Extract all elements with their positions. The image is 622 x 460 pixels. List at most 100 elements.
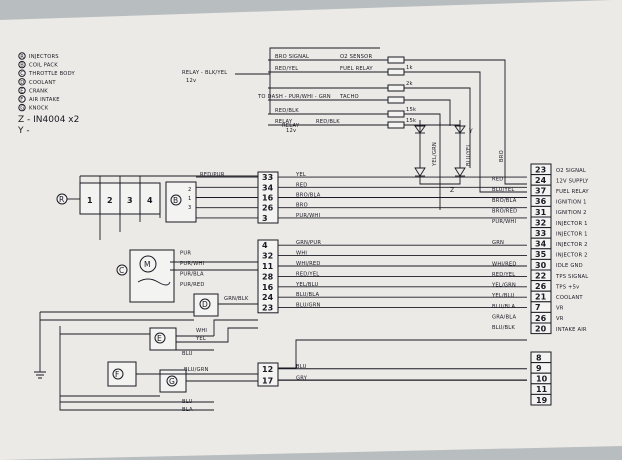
ecu-pin: 7 bbox=[535, 303, 541, 312]
ecu-pin: 32 bbox=[535, 218, 546, 227]
ecu-pin-label: INTAKE AIR bbox=[556, 327, 587, 333]
vertical-wire-label: YEL/GRN bbox=[432, 142, 438, 167]
ecu-wire-label: YEL/GRN bbox=[491, 283, 516, 289]
connector-pin: 17 bbox=[262, 376, 273, 385]
connector-pin: 32 bbox=[262, 252, 273, 261]
injector-cell bbox=[139, 182, 161, 215]
knock-symbol: G bbox=[169, 377, 175, 386]
connector-wire: WHI/RED bbox=[296, 261, 321, 267]
ecu-pin: 33 bbox=[535, 229, 546, 238]
ecu-pin-label: VR bbox=[556, 316, 564, 322]
connector-wire: RED bbox=[296, 182, 307, 188]
connector-wire: BLU bbox=[296, 364, 307, 370]
left-wire-label: PUR/RED bbox=[180, 282, 205, 288]
air-intake-sensor: F BLU/GRN bbox=[107, 361, 208, 387]
legend-symbol: C bbox=[20, 71, 24, 77]
connector-pin: 16 bbox=[262, 194, 274, 203]
coil-pin: 1 bbox=[188, 196, 192, 202]
resistor bbox=[387, 68, 405, 76]
legend-symbol-circle bbox=[18, 69, 26, 77]
legend-symbol: R bbox=[20, 54, 24, 60]
connector-wire: BLU/BLA bbox=[296, 292, 320, 298]
ecu-pin: 26 bbox=[535, 314, 547, 323]
throttle-motor bbox=[139, 255, 157, 273]
ecu-pin: 23 bbox=[535, 165, 546, 174]
ecu-pin-label: INJECTOR 2 bbox=[556, 253, 588, 259]
diode-y-a bbox=[414, 125, 426, 134]
relay-left-label: RELAY - BLK/YEL bbox=[182, 70, 227, 76]
diode-network: Y Z bbox=[414, 120, 473, 210]
legend-symbol-circle bbox=[18, 60, 26, 69]
injector-cell-number: 4 bbox=[147, 196, 153, 205]
coil-pin: 3 bbox=[188, 205, 192, 211]
ecu-wire-label: YEL/BLU bbox=[491, 293, 514, 299]
top-row-right: TACHO bbox=[339, 94, 359, 100]
left-wire-label: PUR/WHI bbox=[180, 261, 205, 267]
ecu-pin-label: FUEL RELAY bbox=[556, 189, 589, 195]
ecu-wire-label: BLU/YEL bbox=[492, 187, 514, 193]
left-wire-label: PUR bbox=[180, 251, 191, 257]
relay-sub: 12v bbox=[286, 128, 296, 134]
ecu-pin: 37 bbox=[535, 187, 546, 196]
legend-symbol-circle bbox=[18, 95, 26, 103]
legend-symbol: B bbox=[20, 63, 24, 69]
resistor-value: 15k bbox=[406, 118, 416, 124]
legend-item: COIL PACK bbox=[29, 63, 58, 69]
resistor bbox=[387, 121, 405, 129]
ecu-spare-pin: 11 bbox=[536, 385, 548, 394]
coolant-symbol: D bbox=[202, 300, 208, 309]
ecu-pin-label: IGNITION 1 bbox=[556, 200, 587, 206]
top-row-right: FUEL RELAY bbox=[340, 66, 373, 72]
connector-pin: 16 bbox=[262, 283, 274, 292]
resistor bbox=[387, 84, 405, 92]
crank-symbol: E bbox=[157, 334, 162, 343]
ecu-wire-label: PUR/WHI bbox=[492, 219, 517, 225]
ecu-spare-pin: 9 bbox=[536, 364, 542, 373]
resistor-value: 2k bbox=[406, 81, 413, 87]
connector-wire: RED/YEL bbox=[296, 271, 319, 277]
connector-pin: 4 bbox=[262, 241, 268, 250]
crank-wire-2: YEL bbox=[195, 336, 206, 342]
coil-symbol: B bbox=[173, 196, 178, 205]
ecu-pin-label: TPS SIGNAL bbox=[555, 274, 588, 280]
connector-pin: 33 bbox=[262, 173, 273, 182]
injector-symbol: R bbox=[59, 195, 64, 204]
legend-item: THROTTLE BODY bbox=[28, 71, 75, 77]
legend-item: AIR INTAKE bbox=[29, 97, 60, 103]
top-row-left: RELAY bbox=[275, 119, 293, 125]
connector-pin: 34 bbox=[262, 183, 274, 192]
ecu-wire-label: BRO/RED bbox=[492, 208, 517, 214]
connector-pin: 12 bbox=[262, 365, 273, 374]
ecu-pin-label: COOLANT bbox=[556, 295, 583, 301]
top-row: 2k bbox=[268, 81, 471, 168]
diode-y-b bbox=[454, 125, 466, 134]
injector-cell-number: 1 bbox=[87, 196, 93, 205]
connector-wire: PUR/WHI bbox=[296, 213, 321, 219]
ecu-wire-label: GRA/BLA bbox=[492, 314, 516, 320]
air-symbol: F bbox=[115, 370, 119, 379]
ecu-spare-pin: 8 bbox=[536, 353, 542, 362]
ecu-pin: 30 bbox=[535, 261, 547, 270]
coil-in-wire: RED/PUR bbox=[200, 172, 225, 178]
legend-symbol: F bbox=[20, 97, 23, 103]
connector-pin: 11 bbox=[262, 262, 274, 271]
legend-symbol-circle bbox=[18, 103, 26, 112]
ecu-wire-label: BLU/BLK bbox=[492, 325, 515, 331]
top-row-left: TO DASH - PUR/WHI - GRN bbox=[257, 94, 331, 100]
ecu-pin-label: IDLE GND bbox=[556, 263, 583, 269]
connector-pin: 28 bbox=[262, 272, 274, 281]
top-row-left: BRO SIGNAL bbox=[275, 54, 309, 60]
relay-group: RELAY - BLK/YEL 12v bbox=[182, 47, 380, 114]
relay-left-sub: 12v bbox=[186, 78, 196, 84]
legend-symbol: E bbox=[20, 88, 23, 94]
ecu-pin-label: INJECTOR 1 bbox=[556, 221, 588, 227]
ecu-pin-label: 12V SUPPLY bbox=[556, 178, 589, 184]
connector-wire: BLU/GRN bbox=[296, 303, 321, 309]
